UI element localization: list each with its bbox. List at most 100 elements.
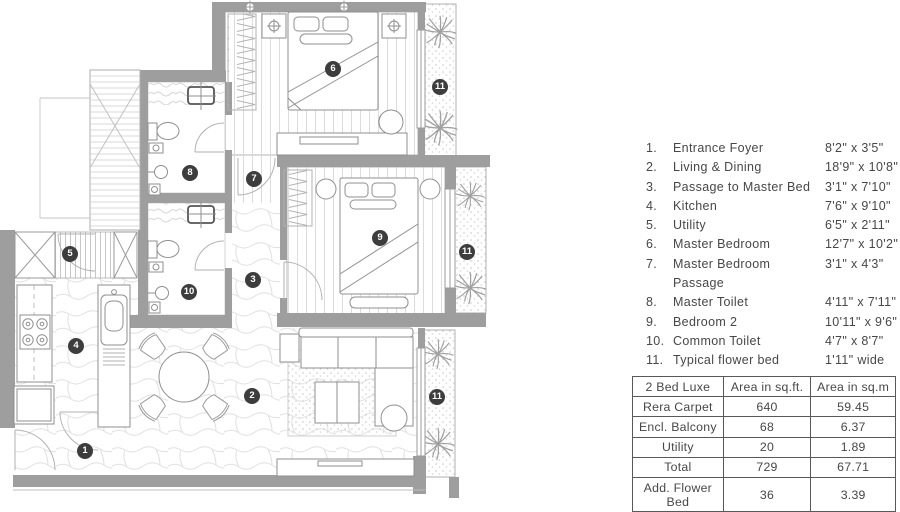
area-row-label: Utility [632, 436, 724, 458]
area-sqft: 20 [722, 436, 812, 458]
legend-room-name: Utility [673, 218, 707, 233]
legend-row: 5. Utility 6'5" x 2'11" [646, 216, 898, 235]
wc-tank [147, 240, 158, 259]
top-wall-window-marks [243, 0, 351, 14]
legend-row: 7. Master Bedroom Passage 3'1" x 4'3" [646, 255, 898, 294]
legend-number: 8. [646, 295, 658, 310]
area-table: 2 Bed Luxe Area in sq.ft. Area in sq.m R… [632, 375, 896, 512]
area-row-label: Encl. Balcony [632, 416, 724, 438]
legend-number: 3. [646, 179, 658, 194]
service-shaft [39, 69, 141, 231]
room-marker-entrance-foyer: 1 [77, 443, 93, 459]
room-marker-master-passage: 7 [246, 171, 262, 187]
room-marker-common-toilet: 10 [181, 284, 197, 300]
entrance [13, 429, 425, 491]
legend-room-name: Master Toilet [673, 295, 749, 310]
room-marker-living-dining: 2 [244, 388, 260, 404]
legend-room-name: Passage to Master Bed [673, 179, 811, 194]
wc-bowl [156, 122, 180, 140]
area-table-header-row: 2 Bed Luxe Area in sq.ft. Area in sq.m [632, 375, 896, 398]
area-sqm: 59.45 [810, 396, 896, 418]
utility [14, 231, 138, 279]
nightstand [419, 178, 441, 200]
room-marker-utility: 5 [62, 246, 78, 262]
area-sqft: 36 [722, 476, 812, 512]
living-dining [136, 327, 415, 477]
bed-bench [349, 296, 409, 309]
passage-door [237, 157, 276, 196]
area-table-row: Encl. Balcony 68 6.37 [632, 416, 896, 438]
wardrobe [227, 13, 257, 111]
legend-room-name: Entrance Foyer [673, 141, 764, 155]
sofa-seat [300, 336, 414, 369]
legend-room-name: Common Toilet [673, 333, 761, 348]
room-marker-flower-bed-3: 11 [429, 389, 445, 405]
wc-tank [147, 122, 158, 141]
legend-number: 2. [646, 160, 658, 175]
legend-number: 5. [646, 218, 658, 233]
master-toilet [147, 82, 225, 196]
legend-dimension: 4'11" x 7'11" [825, 295, 897, 310]
entrance-door [14, 429, 56, 471]
area-sqm: 3.39 [810, 476, 896, 512]
legend-dimension: 10'11" x 9'6" [825, 314, 898, 329]
room-marker-kitchen: 4 [68, 338, 84, 354]
legend-dimension: 4'7" x 8'7" [825, 333, 884, 348]
area-table-row: Total 729 67.71 [632, 456, 896, 478]
area-sqm: 67.71 [810, 456, 896, 478]
area-sqm: 6.37 [810, 416, 896, 438]
legend-room-name: Kitchen [673, 198, 718, 213]
tv-unit [276, 458, 415, 477]
area-table-row: Utility 20 1.89 [632, 436, 896, 458]
room-legend: 1. Entrance Foyer 8'2" x 3'5" 2. Living … [646, 139, 898, 371]
area-sqft: 640 [722, 396, 812, 418]
area-row-label: Add. Flower Bed [632, 476, 724, 512]
legend-row: 11. Typical flower bed 1'11" wide [646, 351, 898, 370]
legend-dimension: 18'9" x 10'8" [825, 160, 899, 175]
legend-dimension: 3'1" x 7'10" [825, 179, 891, 194]
room-marker-master-bedroom: 6 [325, 61, 341, 77]
room-marker-master-toilet: 8 [182, 165, 198, 181]
legend-number: 9. [646, 314, 658, 329]
master-toilet-door [194, 122, 225, 153]
bolster [349, 199, 397, 210]
room-marker-bedroom-2: 9 [372, 230, 388, 246]
legend-number: 1. [646, 141, 658, 155]
room-marker-passage-master: 3 [245, 272, 261, 288]
area-row-label: Total [632, 456, 724, 478]
legend-room-name: Master Bedroom Passage [673, 256, 771, 291]
pillow [371, 182, 396, 198]
pillow [322, 16, 349, 32]
legend-dimension: 7'6" x 9'10" [825, 198, 891, 213]
legend-row: 10. Common Toilet 4'7" x 8'7" [646, 332, 898, 351]
area-table-header: Area in sq.ft. [722, 375, 812, 398]
legend-room-name: Typical flower bed [673, 353, 780, 368]
bolster [299, 33, 353, 45]
area-sqft: 729 [722, 456, 812, 478]
pillow [344, 182, 369, 198]
side-table [279, 333, 300, 363]
legend-number: 10. [646, 333, 665, 348]
legend-row: 6. Master Bedroom 12'7" x 10'2" [646, 235, 898, 254]
kitchen [13, 284, 131, 451]
floor-plan-svg [0, 0, 490, 498]
area-table-row: Rera Carpet 640 59.45 [632, 396, 896, 418]
legend-dimension: 3'1" x 4'3" [825, 256, 884, 271]
sofa-back [298, 327, 414, 338]
area-sqft: 68 [722, 416, 812, 438]
passage3-floor [232, 203, 280, 328]
dining-table [158, 351, 210, 403]
basin [155, 286, 169, 300]
legend-number: 6. [646, 237, 658, 252]
legend-row: 1. Entrance Foyer 8'2" x 3'5" [646, 139, 898, 158]
room-marker-flower-bed-2: 11 [459, 244, 475, 260]
legend-row: 4. Kitchen 7'6" x 9'10" [646, 197, 898, 216]
room-marker-flower-bed-1: 11 [432, 79, 448, 95]
legend-number: 7. [646, 256, 658, 271]
bedroom-2 [283, 169, 441, 309]
legend-number: 4. [646, 198, 658, 213]
wardrobe [283, 169, 313, 227]
pouf [380, 404, 408, 432]
legend-row: 9. Bedroom 2 10'11" x 9'6" [646, 313, 898, 332]
windows [243, 0, 456, 457]
